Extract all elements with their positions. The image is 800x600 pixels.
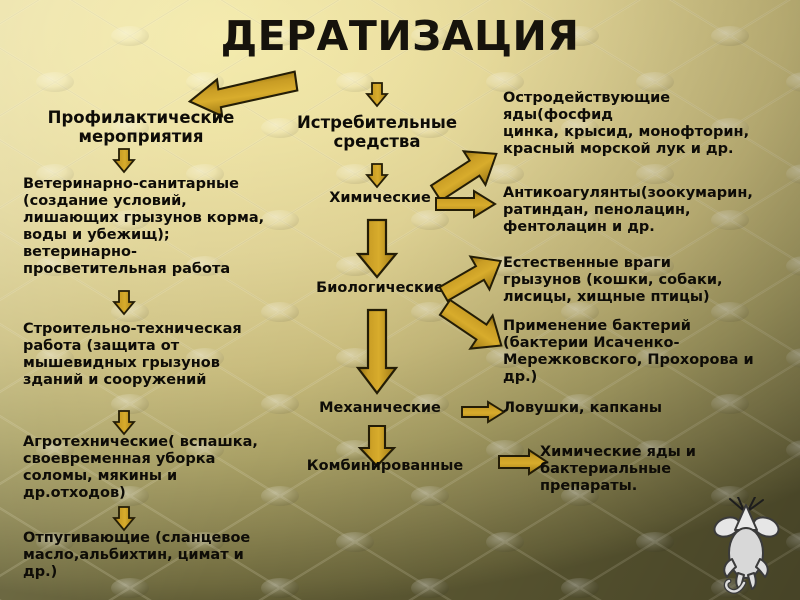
right-arrow-mechanical-to-traps	[460, 400, 506, 424]
down-arrow-mechanical-to-combined	[357, 424, 397, 468]
big-left-arrow-to-prophylactic	[185, 68, 301, 118]
left-item-0: Ветеринарно-санитарные (создание условий…	[23, 176, 265, 277]
right-item-4: Ловушки, капканы	[503, 400, 662, 416]
down-arrow-extermination-to-chemical	[365, 163, 389, 189]
right-arrow-combined-to-chempoisons	[497, 448, 549, 476]
down-arrow-chemical-to-biological	[355, 218, 399, 280]
right-arrow-chemical-to-anticoagulants	[434, 189, 498, 219]
down-arrow-prophylactic-to-vetsanitary	[112, 148, 136, 174]
down-arrow-to-extermination	[365, 82, 389, 108]
right-item-2: Естественные враги грызунов (кошки, соба…	[503, 255, 723, 305]
right-item-1: Антикоагулянты(зоокумарин, ратиндан, пен…	[503, 185, 753, 235]
down-arrow-biological-to-mechanical	[355, 308, 399, 396]
white-mouse-illustration	[700, 496, 792, 600]
right-item-0: Остродействующие яды(фосфид цинка, крыси…	[503, 90, 750, 157]
left-item-2: Агротехнические( вспашка, своевременная …	[23, 434, 258, 501]
page-title: ДЕРАТИЗАЦИЯ	[220, 12, 580, 60]
right-item-3: Применение бактерий (бактерии Исаченко- …	[503, 318, 754, 385]
left-column-heading: Профилактические мероприятия	[47, 108, 235, 147]
down-arrow-agrotechnical-to-repellent	[112, 506, 136, 532]
diagonal-arrow-chemical-to-fastpoisons	[428, 146, 506, 203]
middle-item-2: Механические	[319, 400, 441, 416]
middle-item-0: Химические	[329, 190, 431, 206]
middle-item-3: Комбинированные	[306, 458, 464, 474]
middle-item-1: Биологические	[316, 280, 444, 296]
down-arrow-vetsanitary-to-construction	[112, 290, 136, 316]
right-item-5: Химические яды и бактериальные препараты…	[540, 444, 696, 494]
left-item-1: Строительно-техническая работа (защита о…	[23, 321, 242, 388]
diagonal-arrow-biological-to-naturalenemies	[437, 252, 509, 303]
left-item-3: Отпугивающие (сланцевое масло,альбихтин,…	[23, 530, 251, 580]
diagonal-arrow-biological-to-bacteria	[437, 298, 511, 354]
middle-column-heading: Истребительные средства	[296, 113, 458, 152]
down-arrow-construction-to-agrotechnical	[112, 410, 136, 436]
